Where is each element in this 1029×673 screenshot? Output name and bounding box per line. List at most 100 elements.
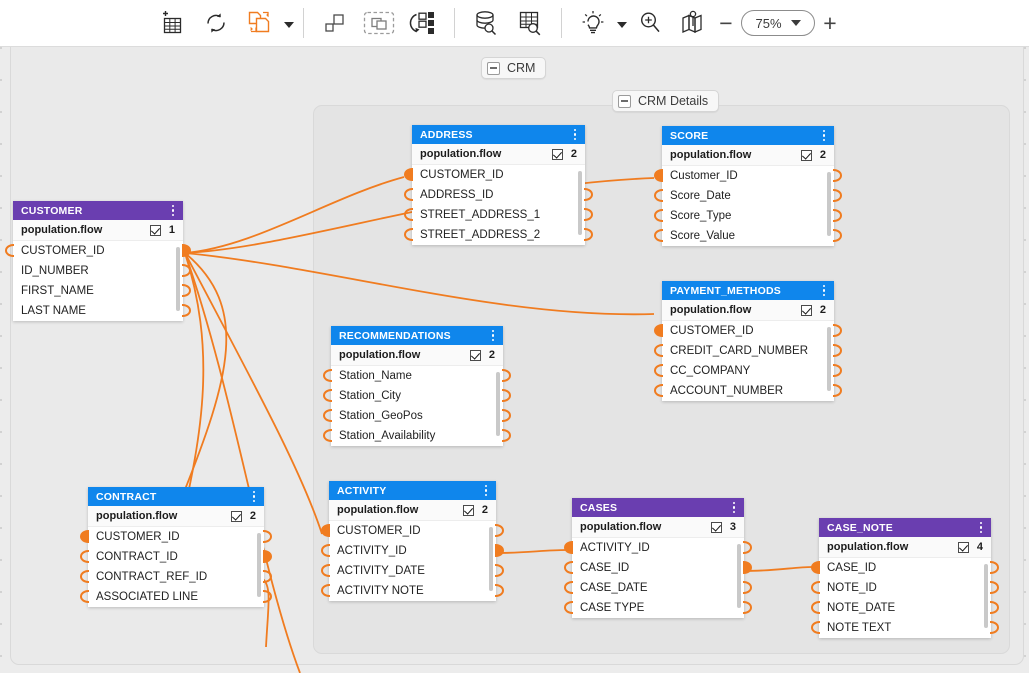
field-row[interactable]: LAST NAME: [13, 301, 183, 321]
field-row[interactable]: NOTE TEXT: [819, 618, 991, 638]
group-icon[interactable]: [357, 1, 401, 45]
field-row[interactable]: CREDIT_CARD_NUMBER: [662, 341, 834, 361]
connector-right-activity_date[interactable]: [495, 564, 504, 577]
field-row[interactable]: CUSTOMER_ID: [13, 241, 183, 261]
field-row[interactable]: NOTE_ID: [819, 578, 991, 598]
field-row[interactable]: Score_Value: [662, 226, 834, 246]
field-row[interactable]: CASE_ID: [819, 558, 991, 578]
flow-checkbox[interactable]: [150, 224, 161, 236]
connector-left-contract_ref_id[interactable]: [80, 570, 89, 583]
connector-right-note_id[interactable]: [990, 581, 999, 594]
connector-left-case-type[interactable]: [564, 601, 573, 614]
connector-right-station_availability[interactable]: [502, 429, 511, 442]
flow-checkbox[interactable]: [958, 541, 969, 553]
field-row[interactable]: ACTIVITY_DATE: [329, 561, 496, 581]
table-scrollbar[interactable]: [578, 171, 582, 235]
field-row[interactable]: CUSTOMER_ID: [329, 521, 496, 541]
connector-left-score_date[interactable]: [654, 189, 663, 202]
table-menu-kebab-icon[interactable]: [818, 129, 830, 143]
field-row[interactable]: ACTIVITY NOTE: [329, 581, 496, 601]
connector-left-note-text[interactable]: [811, 621, 820, 634]
table-header-contract[interactable]: CONTRACT: [88, 487, 264, 506]
table-header-cases[interactable]: CASES: [572, 498, 744, 517]
connector-right-customer_id[interactable]: [495, 524, 504, 537]
table-menu-kebab-icon[interactable]: [248, 490, 260, 504]
connector-left-customer_id[interactable]: [80, 530, 89, 543]
table-header-address[interactable]: ADDRESS: [412, 125, 585, 144]
table-scrollbar[interactable]: [489, 527, 493, 591]
field-row[interactable]: Station_Availability: [331, 426, 503, 446]
collapse-icon[interactable]: [487, 61, 500, 75]
field-row[interactable]: ID_NUMBER: [13, 261, 183, 281]
field-row[interactable]: CUSTOMER_ID: [412, 165, 585, 185]
table-header-score[interactable]: SCORE: [662, 126, 834, 145]
connector-right-score_date[interactable]: [833, 189, 842, 202]
lightbulb-dropdown-caret[interactable]: [617, 21, 627, 28]
table-search-icon[interactable]: [508, 1, 552, 45]
zoom-out-button[interactable]: −: [719, 9, 733, 36]
table-menu-kebab-icon[interactable]: [487, 329, 499, 343]
zoom-level-select[interactable]: 75%: [741, 10, 815, 36]
connector-left-case_id[interactable]: [564, 561, 573, 574]
field-row[interactable]: STREET_ADDRESS_1: [412, 205, 585, 225]
connector-right-station_geopos[interactable]: [502, 409, 511, 422]
zoom-in-button[interactable]: +: [823, 9, 837, 36]
table-scrollbar[interactable]: [737, 544, 741, 608]
field-row[interactable]: ACTIVITY_ID: [572, 538, 744, 558]
field-row[interactable]: CUSTOMER_ID: [662, 321, 834, 341]
connector-left-customer_id[interactable]: [5, 244, 14, 257]
connector-right-customer_id[interactable]: [833, 169, 842, 182]
connector-right-score_value[interactable]: [833, 229, 842, 242]
ungroup-icon[interactable]: [313, 1, 357, 45]
table-menu-kebab-icon[interactable]: [728, 501, 740, 515]
field-row[interactable]: Station_Name: [331, 366, 503, 386]
table-scrollbar[interactable]: [984, 564, 988, 628]
connector-right-case_id[interactable]: [990, 561, 999, 574]
flow-checkbox[interactable]: [711, 521, 722, 533]
add-table-icon[interactable]: [150, 1, 194, 45]
table-header-case-note[interactable]: CASE_NOTE: [819, 518, 991, 537]
connector-right-station_name[interactable]: [502, 369, 511, 382]
field-row[interactable]: ADDRESS_ID: [412, 185, 585, 205]
connector-left-cc_company[interactable]: [654, 364, 663, 377]
connector-left-station_geopos[interactable]: [323, 409, 332, 422]
field-row[interactable]: ACCOUNT_NUMBER: [662, 381, 834, 401]
connector-left-associated-line[interactable]: [80, 590, 89, 603]
connector-left-station_availability[interactable]: [323, 429, 332, 442]
connector-left-case_date[interactable]: [564, 581, 573, 594]
table-header-recommendations[interactable]: RECOMMENDATIONS: [331, 326, 503, 345]
table-scrollbar[interactable]: [257, 533, 261, 597]
connector-left-customer_id[interactable]: [654, 324, 663, 337]
group-label-crm-details[interactable]: CRM Details: [612, 90, 720, 112]
connector-left-note_id[interactable]: [811, 581, 820, 594]
connector-left-credit_card_number[interactable]: [654, 344, 663, 357]
table-scrollbar[interactable]: [827, 327, 831, 391]
flow-checkbox[interactable]: [470, 349, 481, 361]
duplicate-flow-dropdown-caret[interactable]: [284, 21, 294, 28]
field-row[interactable]: Score_Date: [662, 186, 834, 206]
field-row[interactable]: NOTE_DATE: [819, 598, 991, 618]
connector-left-activity_id[interactable]: [564, 541, 573, 554]
connector-left-station_city[interactable]: [323, 389, 332, 402]
flow-checkbox[interactable]: [552, 148, 563, 160]
connector-left-activity-note[interactable]: [321, 584, 330, 597]
zoom-search-icon[interactable]: [627, 1, 671, 45]
connector-right-note_date[interactable]: [990, 601, 999, 614]
connector-left-contract_id[interactable]: [80, 550, 89, 563]
connector-left-activity_date[interactable]: [321, 564, 330, 577]
connector-right-activity-note[interactable]: [495, 584, 504, 597]
lightbulb-icon[interactable]: [571, 1, 615, 45]
connector-left-customer_id[interactable]: [654, 169, 663, 182]
